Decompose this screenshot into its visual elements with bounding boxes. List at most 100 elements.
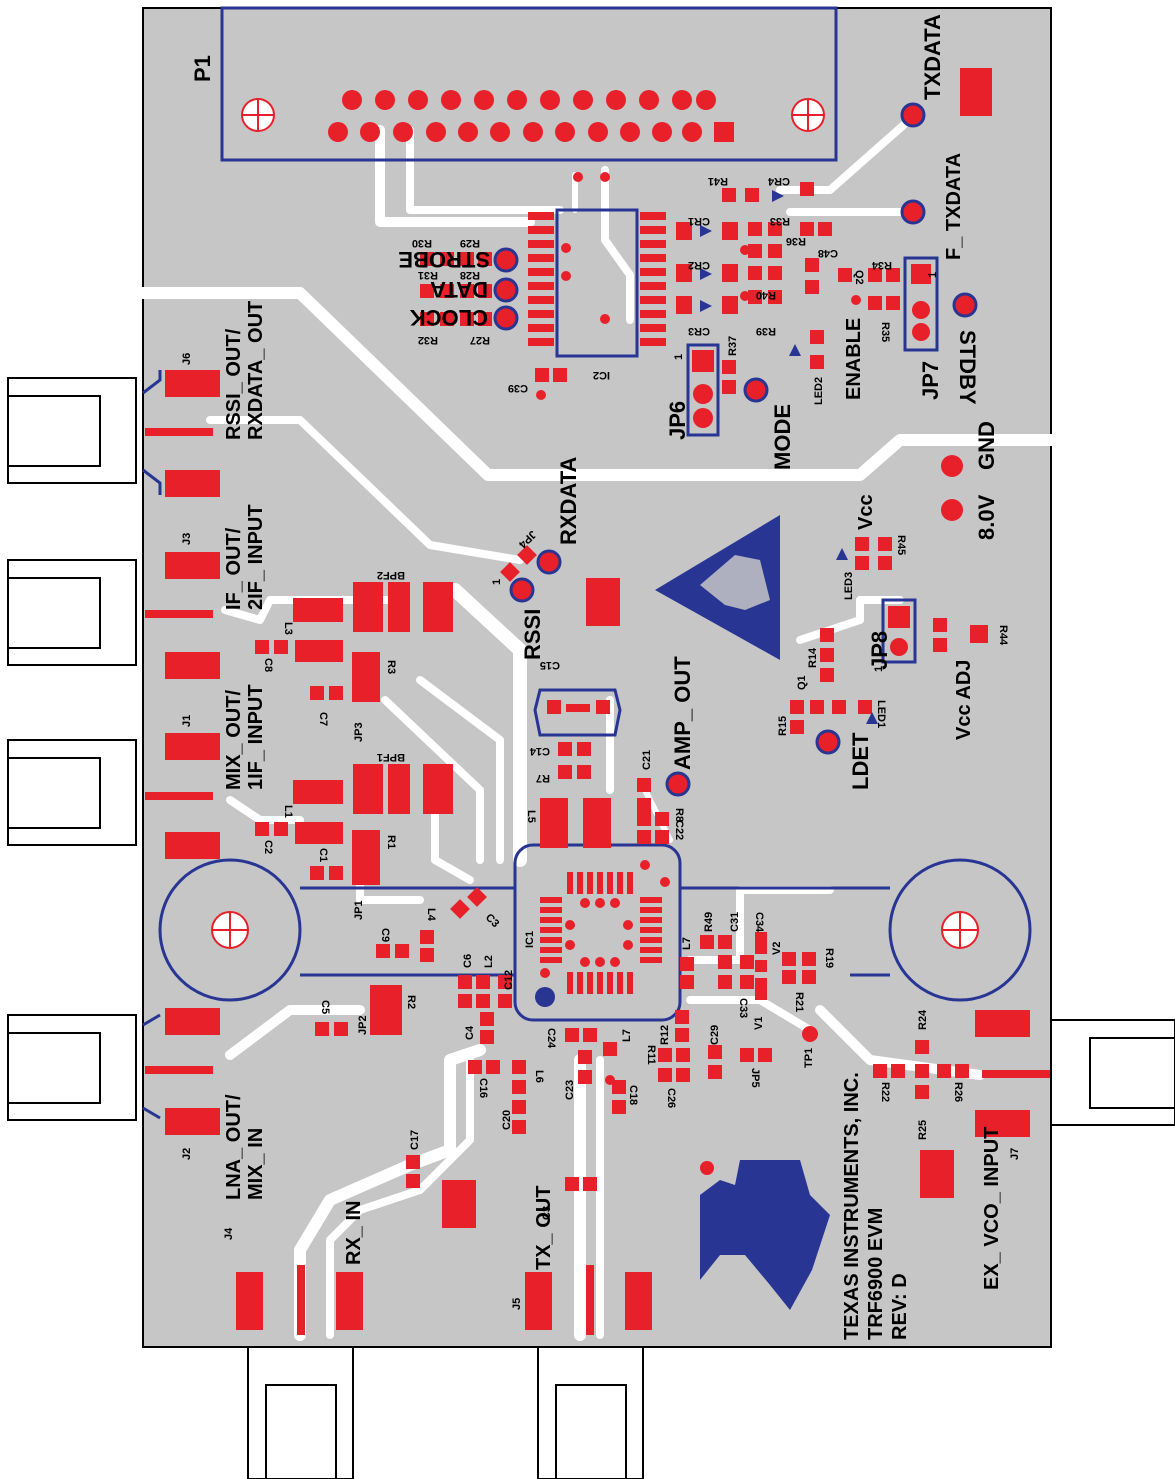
diode-symbols — [700, 190, 878, 724]
label-p1: P1 — [190, 55, 215, 82]
ref-j2: J2 — [181, 1148, 193, 1160]
ref-c17: C17 — [409, 1130, 421, 1150]
label-rssi-out: RSSI_ OUT/ — [223, 328, 245, 440]
ref-l4: L4 — [425, 908, 437, 922]
ref-r44: R44 — [997, 625, 1009, 646]
ref-ic1: IC1 — [524, 931, 536, 948]
label-ti-line3: REV: D — [889, 1273, 911, 1340]
ref-tx-out-c: C3 — [541, 1206, 553, 1220]
label-rssi: RSSI — [520, 609, 545, 660]
ref-r12: R12 — [659, 1025, 671, 1045]
ref-c34: C34 — [753, 912, 765, 933]
inverted-labels: STROBE DATA CLOCK R30 R29 R31 R28 R32 R2… — [398, 175, 892, 394]
ref-tp1: TP1 — [803, 1048, 815, 1068]
ref-ic2: IC2 — [593, 369, 610, 381]
ref-r24: R24 — [917, 1009, 929, 1030]
ref-c29: C29 — [709, 1025, 721, 1045]
ref-r21: R21 — [793, 992, 805, 1012]
ref-jp2: JP2 — [357, 1015, 369, 1035]
label-data: DATA — [430, 277, 488, 302]
ref-bpf1: BPF1 — [377, 751, 405, 763]
ref-r8: R8 — [673, 808, 685, 822]
label-stdby: STDBY — [955, 330, 980, 405]
ref-v2: V2 — [771, 942, 783, 955]
ref-r35: R35 — [879, 322, 891, 342]
ref-c20: C20 — [501, 1110, 513, 1130]
ref-c48: C48 — [818, 247, 838, 259]
ref-r39: R39 — [756, 325, 776, 337]
label-amp-out: AMP_ OUT — [670, 656, 695, 770]
ref-r26: R26 — [952, 1082, 964, 1102]
ref-c16: C16 — [477, 1078, 489, 1098]
ref-cr4: CR4 — [767, 175, 790, 187]
ref-r49: R49 — [703, 912, 715, 932]
ref-r41: R41 — [708, 175, 728, 187]
ref-c31: C31 — [729, 912, 741, 932]
ref-c18: C18 — [627, 1085, 639, 1105]
ref-c33: C33 — [737, 998, 749, 1018]
ref-l8: L7 — [681, 937, 693, 950]
label-lna-out: LNA_ OUT/ — [223, 1094, 245, 1200]
ref-l5: L5 — [525, 810, 537, 823]
ti-logo-dot — [700, 1161, 714, 1175]
ref-pin1-jp7: 1 — [927, 272, 939, 278]
ref-c23: C23 — [564, 1080, 576, 1100]
ref-r2: R2 — [405, 995, 417, 1009]
label-rx-in: RX_ IN — [343, 1201, 365, 1265]
traces — [137, 111, 1057, 1341]
label-mix-out: MIX_ OUT/ — [223, 690, 245, 790]
label-vcc: Vcc — [855, 494, 877, 530]
ref-l7: L7 — [621, 1029, 633, 1042]
ref-c6: C6 — [462, 954, 474, 968]
ref-r25: R25 — [917, 1120, 929, 1140]
label-jp8: JP8 — [867, 631, 892, 670]
copper-pads — [145, 68, 1050, 1335]
label-8v: 8.0V — [974, 494, 999, 540]
ref-c22: C22 — [673, 820, 685, 840]
ref-r7: R7 — [536, 772, 550, 784]
label-mix-in: MIX_ IN — [245, 1128, 267, 1200]
ref-j6: J6 — [181, 353, 193, 365]
ref-j5: J5 — [511, 1298, 523, 1310]
ref-c24: C24 — [545, 1028, 557, 1049]
ref-l1: L1 — [282, 805, 294, 818]
label-jp6: JP6 — [665, 401, 690, 440]
ref-c39: C39 — [508, 382, 528, 394]
ref-cr3: CR3 — [688, 325, 710, 337]
ref-j1: J1 — [181, 715, 193, 727]
label-if-out: IF_ OUT/ — [223, 527, 245, 610]
label-gnd-8v: GND — [974, 421, 999, 470]
ref-r31: R31 — [418, 269, 438, 281]
ref-r11: R11 — [645, 1045, 657, 1065]
ref-c5: C5 — [319, 1000, 331, 1014]
ref-l2: L2 — [483, 955, 495, 968]
ref-l3: L3 — [282, 622, 294, 635]
label-tx-out: TX_ OUT — [533, 1186, 555, 1270]
ref-r14: R14 — [807, 647, 819, 668]
sma-connectors-outline — [7, 377, 1175, 1479]
ref-q1: Q1 — [796, 675, 808, 690]
ref-r45: R45 — [895, 535, 907, 555]
label-f-txdata: F_ TXDATA — [943, 153, 965, 260]
ref-jp5: JP5 — [749, 1068, 761, 1088]
test-points — [493, 102, 978, 797]
ref-led1: LED1 — [875, 700, 887, 728]
ref-c7: C7 — [317, 712, 329, 726]
texas-instruments-logo — [700, 1160, 830, 1310]
ref-r19: R19 — [823, 948, 835, 968]
label-clock: CLOCK — [410, 305, 488, 330]
ref-r27: R27 — [470, 334, 490, 346]
label-ti-line1: TEXAS INSTRUMENTS, INC. — [841, 1072, 863, 1340]
ref-r22: R22 — [879, 1082, 891, 1102]
ref-bpf2: BPF2 — [377, 569, 405, 581]
ref-c12: C12 — [503, 970, 515, 990]
ref-c26: C26 — [665, 1088, 677, 1108]
ref-pin1-jp6: 1 — [673, 354, 685, 360]
ref-j3: J3 — [181, 533, 193, 545]
ref-v1: V1 — [753, 1017, 765, 1030]
ref-cr1: CR1 — [688, 215, 710, 227]
ref-c4: C4 — [464, 1025, 476, 1040]
label-ex-vco-input: EX_ VCO_ INPUT — [981, 1127, 1003, 1290]
ref-pin1-jp4: 1 — [491, 579, 503, 585]
